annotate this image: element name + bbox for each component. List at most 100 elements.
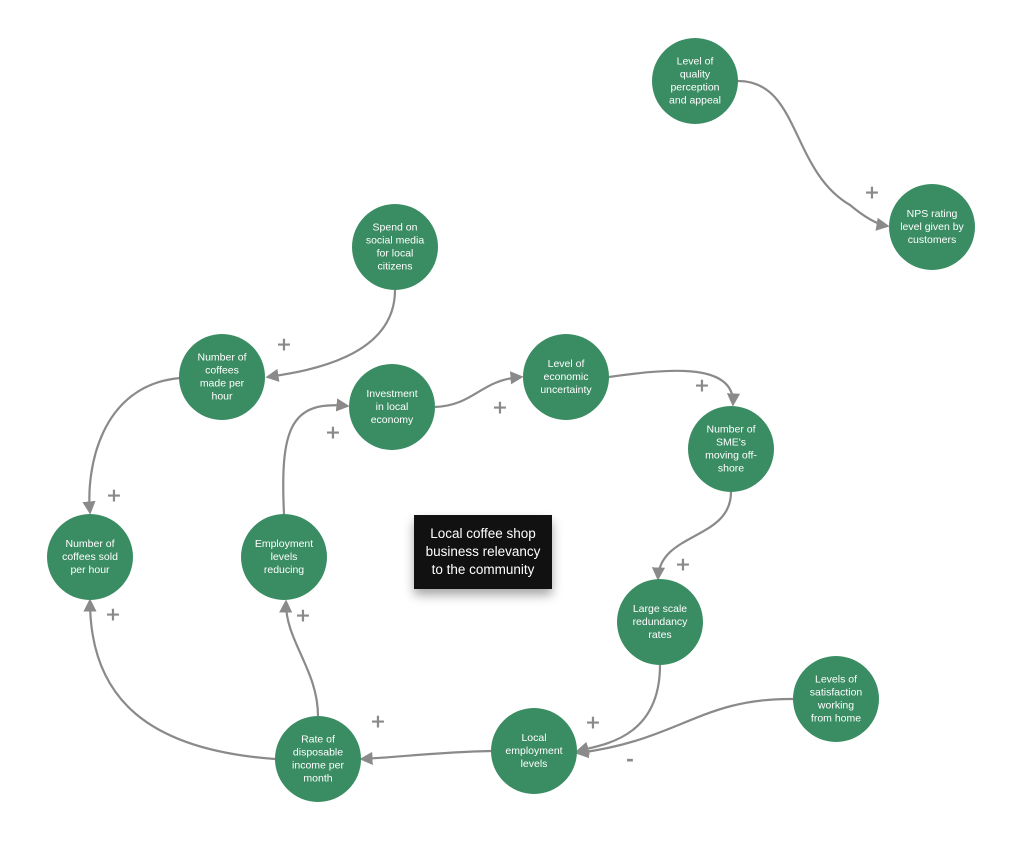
node-label-line: Level of [548,358,585,370]
node-label-line: and appeal [669,94,721,106]
node-label-line: social media [366,234,425,246]
edge-arrow [282,398,350,515]
edge-arrow [265,289,397,382]
node-circle[interactable] [688,406,774,492]
edges-layer: ++++++++++-+ [82,79,890,771]
node-circle[interactable] [793,656,879,742]
edge-polarity-label: + [106,485,122,507]
edge-arrow [575,664,662,755]
node-label-line: uncertainty [540,384,592,396]
node-circle[interactable] [523,334,609,420]
node-circle[interactable] [491,708,577,794]
node-circle[interactable] [349,364,435,450]
edge-polarity-label: + [325,422,341,444]
edge-polarity-label: + [585,712,601,734]
node-label-line: Investment [366,388,417,400]
edge-arrow [608,369,741,407]
edge-polarity-label: + [492,397,508,419]
node-label-line: rates [648,629,671,641]
node-label-line: working [817,699,854,711]
node-circle[interactable] [352,204,438,290]
node-label-line: satisfaction [810,686,863,698]
edge-polarity-label: - [626,749,634,771]
node-circle[interactable] [47,514,133,600]
node-label-line: redundancy [633,616,689,628]
edge-satis-to-local_emp: - [575,697,794,771]
node-label-line: level given by [900,221,964,233]
node-label-line: economy [371,414,414,426]
node-circle[interactable] [652,38,738,124]
node-label-line: Levels of [815,673,857,685]
edge-polarity-label: + [295,605,311,627]
edge-dispos-to-emp_red: + [279,599,320,717]
edge-polarity-label: + [105,604,121,626]
node-circle[interactable] [889,184,975,270]
edge-arrow [651,491,733,581]
node-label-line: quality [680,68,711,80]
node-label-line: made per [200,377,245,389]
edge-quality-to-nps: + [736,79,890,231]
node-label-line: per hour [70,564,110,576]
node-label-line: Number of [706,423,755,435]
node-label-line: Number of [65,538,114,550]
node-label-line: shore [718,462,744,474]
node-label-line: disposable [293,746,343,758]
node-label-line: Spend on [373,221,418,233]
edge-dispos-to-sold: + [83,598,276,761]
node-label-line: economic [544,371,589,383]
node-label-line: Level of [677,55,714,67]
edge-arrow [83,598,276,761]
node-label-line: levels [271,551,298,563]
node-label-line: Large scale [633,603,687,615]
edge-arrow [279,599,320,717]
node-label-line: citizens [377,260,412,272]
edge-polarity-label: + [675,554,691,576]
node-label-line: moving off- [705,449,757,461]
edge-polarity-label: + [864,182,880,204]
node-circle[interactable] [275,716,361,802]
edge-sme-to-redund: + [651,491,733,581]
node-label-line: SME's [716,436,746,448]
edge-arrow [434,371,524,409]
node-circle[interactable] [179,334,265,420]
node-label-line: coffees sold [62,551,118,563]
edge-invest-to-uncert: + [434,371,524,419]
edge-arrow [736,79,890,231]
edge-uncert-to-sme: + [608,369,741,407]
edge-polarity-label: + [694,375,710,397]
node-label-line: coffees [205,364,239,376]
node-label-line: for local [377,247,414,259]
node-label-line: month [303,772,332,784]
node-label-line: customers [908,234,956,246]
node-label-line: employment [505,745,562,757]
node-circle[interactable] [241,514,327,600]
edge-polarity-label: + [276,334,292,356]
edge-arrow [82,376,181,515]
node-circle[interactable] [617,579,703,665]
edge-arrow [359,749,492,766]
edge-social-to-made: + [265,289,397,382]
node-label-line: perception [670,81,719,93]
node-label-line: Employment [255,538,313,550]
node-label-line: hour [211,390,233,402]
node-label-line: from home [811,712,861,724]
node-label-line: income per [292,759,344,771]
edge-redund-to-local_emp: + [575,664,662,755]
edge-emp_red-to-invest: + [282,398,350,515]
edge-arrow [575,697,794,759]
